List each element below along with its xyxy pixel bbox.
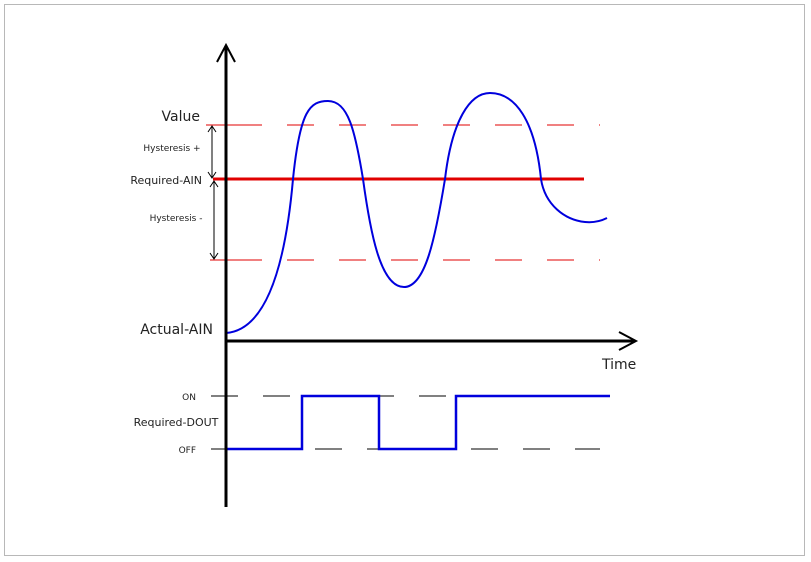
- hysteresis-plus-label: Hysteresis +: [143, 144, 200, 154]
- x-axis: [226, 331, 639, 351]
- on-label: ON: [182, 393, 196, 403]
- required-dout-label: Required-DOUT: [134, 416, 219, 429]
- off-label: OFF: [179, 446, 196, 456]
- y-axis: [216, 42, 236, 507]
- actual-ain-label: Actual-AIN: [140, 322, 213, 338]
- required-ain-label: Required-AIN: [130, 174, 202, 187]
- required-dout-signal: [226, 394, 610, 451]
- value-label: Value: [162, 109, 200, 125]
- actual-ain-curve: [225, 91, 608, 334]
- time-axis-label: Time: [601, 357, 636, 373]
- diagram-frame: [4, 4, 805, 556]
- hysteresis-minus-label: Hysteresis -: [150, 214, 203, 224]
- hysteresis-minus-arrow: [209, 180, 219, 260]
- hysteresis-plus-arrow: [207, 125, 217, 179]
